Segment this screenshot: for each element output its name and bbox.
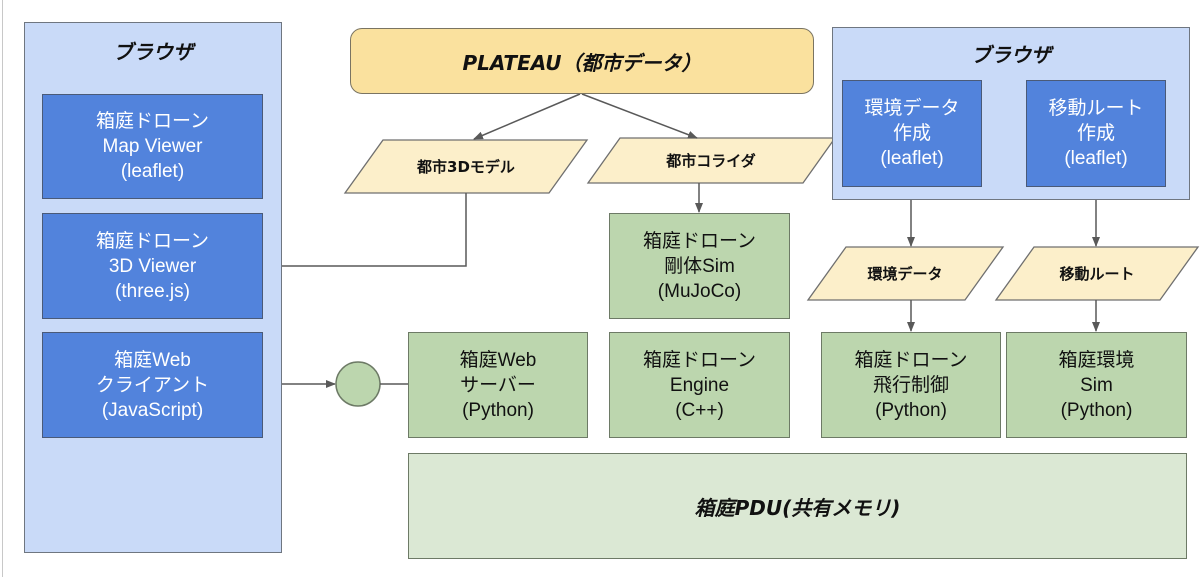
- right-browser-title: ブラウザ: [971, 43, 1051, 67]
- web-client-box[interactable]: 箱庭Web クライアント (JavaScript): [42, 332, 263, 438]
- env-data-shape: [806, 246, 1005, 301]
- 3d-viewer-line1: 箱庭ドローン: [95, 230, 210, 252]
- engine-box[interactable]: 箱庭ドローン Engine (C++): [609, 332, 790, 438]
- env-data-create-line3: (leaflet): [880, 148, 944, 169]
- env-data-create-line2: 作成: [892, 123, 931, 144]
- flight-control-line2: 飛行制御: [872, 374, 949, 396]
- env-sim-line3: (Python): [1060, 399, 1133, 421]
- left-browser-title: ブラウザ: [113, 40, 193, 64]
- env-sim-line2: Sim: [1080, 374, 1113, 396]
- 3d-viewer-line3: (three.js): [115, 280, 190, 302]
- env-data-create-line1: 環境データ: [864, 98, 960, 119]
- rigid-sim-line3: (MuJoCo): [657, 280, 742, 302]
- arrow-plateau-to-collider: [581, 93, 698, 139]
- map-viewer-line2: Map Viewer: [102, 136, 203, 157]
- engine-line2: Engine: [669, 374, 730, 396]
- env-data-label: 環境データ: [867, 265, 943, 283]
- web-server-box[interactable]: 箱庭Web サーバー (Python): [408, 332, 588, 438]
- city-3d-model-label: 都市3Dモデル: [417, 158, 515, 176]
- route-data-shape: [994, 246, 1200, 301]
- web-client-line2: クライアント: [95, 374, 210, 396]
- city-collider-shape: [586, 137, 837, 184]
- env-data-create-box[interactable]: 環境データ 作成 (leaflet): [842, 80, 982, 187]
- route-create-line2: 作成: [1076, 123, 1115, 144]
- web-server-line3: (Python): [462, 399, 534, 421]
- pdu-label: 箱庭PDU(共有メモリ): [694, 495, 901, 520]
- map-viewer-box[interactable]: 箱庭ドローン Map Viewer (leaflet): [42, 94, 263, 199]
- 3d-viewer-line2: 3D Viewer: [108, 255, 197, 277]
- env-sim-line1: 箱庭環境: [1058, 349, 1135, 371]
- rigid-sim-line2: 剛体Sim: [664, 255, 735, 277]
- route-create-box[interactable]: 移動ルート 作成 (leaflet): [1026, 80, 1166, 187]
- rigid-sim-box[interactable]: 箱庭ドローン 剛体Sim (MuJoCo): [609, 213, 790, 319]
- 3d-viewer-box[interactable]: 箱庭ドローン 3D Viewer (three.js): [42, 213, 263, 319]
- frame-border: [2, 0, 3, 577]
- plateau-label: PLATEAU（都市データ）: [462, 50, 702, 75]
- city-3d-model-shape: [343, 139, 589, 194]
- city-collider-label: 都市コライダ: [666, 152, 756, 170]
- route-create-line1: 移動ルート: [1048, 98, 1144, 119]
- flight-control-box[interactable]: 箱庭ドローン 飛行制御 (Python): [821, 332, 1001, 438]
- route-data-label: 移動ルート: [1059, 265, 1135, 283]
- route-create-line3: (leaflet): [1064, 148, 1128, 169]
- plateau-box[interactable]: PLATEAU（都市データ）: [350, 28, 814, 94]
- arrow-3dmodel-to-3dviewer: [263, 193, 467, 270]
- arrow-plateau-to-3dmodel: [473, 93, 581, 140]
- web-server-line2: サーバー: [460, 374, 536, 396]
- web-client-line3: (JavaScript): [101, 399, 204, 421]
- rigid-sim-line1: 箱庭ドローン: [642, 230, 757, 252]
- web-server-line1: 箱庭Web: [459, 349, 537, 371]
- pdu-shared-memory-box[interactable]: 箱庭PDU(共有メモリ): [408, 453, 1187, 559]
- flight-control-line3: (Python): [875, 399, 947, 421]
- flight-control-line1: 箱庭ドローン: [854, 349, 968, 371]
- web-client-line1: 箱庭Web: [114, 349, 191, 371]
- interface-port-circle: [335, 361, 381, 407]
- engine-line1: 箱庭ドローン: [642, 349, 757, 371]
- env-sim-box[interactable]: 箱庭環境 Sim (Python): [1006, 332, 1187, 438]
- map-viewer-line3: (leaflet): [120, 161, 185, 182]
- map-viewer-line1: 箱庭ドローン: [95, 111, 210, 132]
- engine-line3: (C++): [675, 399, 724, 421]
